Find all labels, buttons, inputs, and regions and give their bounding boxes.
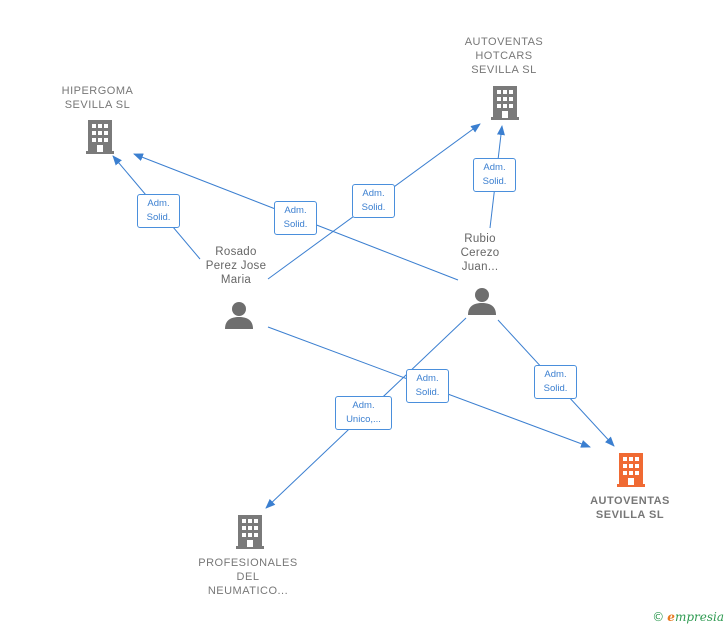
brand-logo-text: mpresia [674,610,724,624]
edge-label-rosado-hotcars[interactable]: Adm. Solid. [352,184,395,218]
copyright-icon: © [652,610,665,624]
edge-label-rubio-profesionales[interactable]: Adm. Unico,... [335,396,392,430]
building-icon-highlight[interactable] [617,453,645,487]
node-label-hotcars[interactable]: AUTOVENTAS HOTCARS SEVILLA SL [464,36,544,76]
node-label-hipergoma[interactable]: HIPERGOMA SEVILLA SL [61,85,134,111]
person-icon[interactable] [467,286,497,316]
edge-label-rubio-autoventas[interactable]: Adm. Solid. [534,365,577,399]
edge-label-rubio-hipergoma[interactable]: Adm. Solid. [274,201,317,235]
node-label-autoventas[interactable]: AUTOVENTAS SEVILLA SL [590,495,670,521]
node-label-rosado[interactable]: Rosado Perez Jose Maria [205,246,267,286]
person-icon[interactable] [224,300,254,330]
brand-logo-e: e [667,610,675,624]
building-icon[interactable] [86,120,114,154]
edge-label-rosado-autoventas[interactable]: Adm. Solid. [406,369,449,403]
edge-label-rubio-hotcars[interactable]: Adm. Solid. [473,158,516,192]
node-label-rubio[interactable]: Rubio Cerezo Juan... [460,233,500,273]
building-icon[interactable] [236,515,264,549]
brand-footer: ©empresia [652,610,724,624]
building-icon[interactable] [491,86,519,120]
node-label-profesionales[interactable]: PROFESIONALES DEL NEUMATICO... [198,557,298,597]
edge-label-rosado-hipergoma[interactable]: Adm. Solid. [137,194,180,228]
